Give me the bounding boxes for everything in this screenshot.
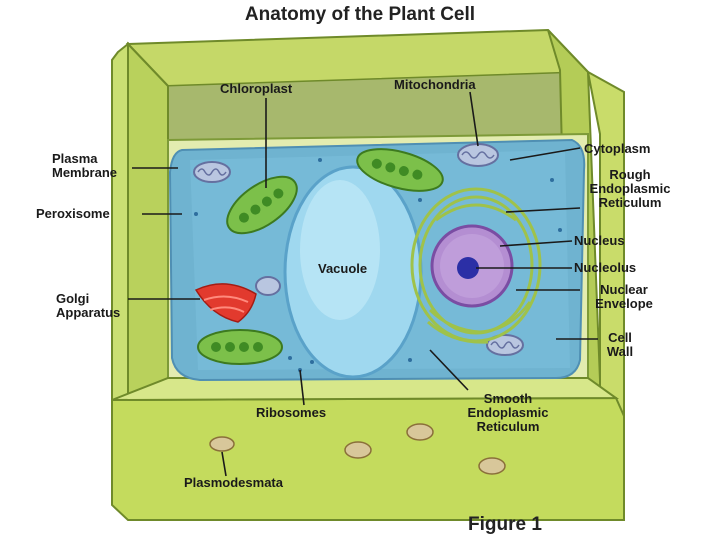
label-chloroplast: Chloroplast [220, 82, 292, 96]
figure-caption: Figure 1 [468, 514, 542, 536]
label-nucleus: Nucleus [574, 234, 625, 248]
nucleolus [457, 257, 479, 279]
label-vacuole: Vacuole [318, 262, 367, 276]
label-smooth-er: Smooth Endoplasmic Reticulum [448, 392, 568, 434]
label-mitochondria: Mitochondria [394, 78, 476, 92]
label-peroxisome: Peroxisome [36, 207, 110, 221]
label-golgi: Golgi Apparatus [56, 292, 120, 320]
label-nuclear-envelope: Nuclear Envelope [582, 283, 666, 311]
label-rough-er: Rough Endoplasmic Reticulum [578, 168, 682, 210]
label-plasma-membrane: Plasma Membrane [52, 152, 117, 180]
label-cytoplasm: Cytoplasm [584, 142, 650, 156]
label-plasmodesmata: Plasmodesmata [184, 476, 283, 490]
chloroplast-lower [198, 330, 282, 364]
label-ribosomes: Ribosomes [256, 406, 326, 420]
label-cell-wall: Cell Wall [598, 331, 642, 359]
label-nucleolus: Nucleolus [574, 261, 636, 275]
